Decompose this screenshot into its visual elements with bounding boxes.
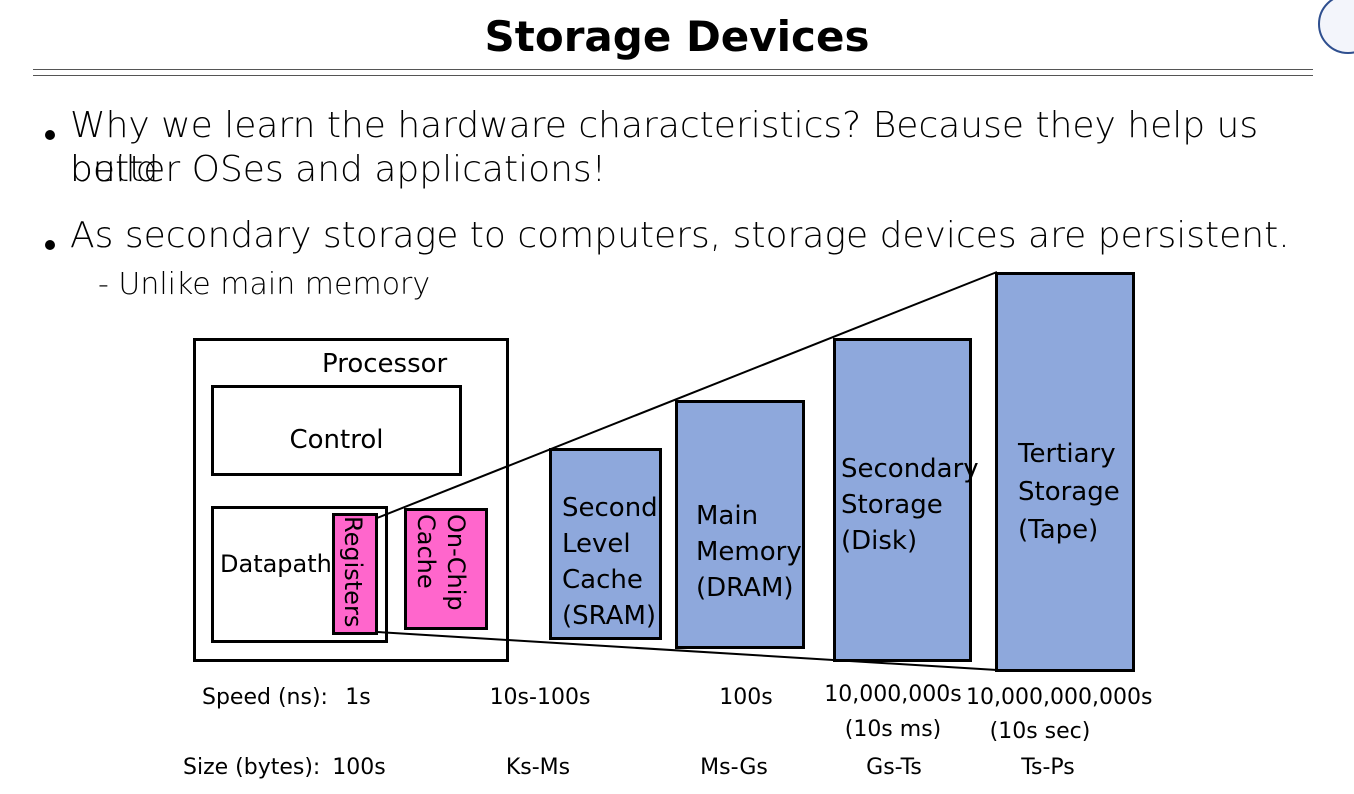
size-label: Size (bytes): <box>183 755 321 780</box>
registers-label: Registers <box>339 516 367 628</box>
datapath-box <box>211 506 388 643</box>
disk-line-2: Storage <box>841 490 943 520</box>
upper-perspective-line <box>376 271 998 519</box>
bullet-2-line-1: As secondary storage to computers, stora… <box>70 215 1290 256</box>
processor-label: Processor <box>322 349 448 379</box>
size-value-cache: Ks-Ms <box>505 755 571 780</box>
disk-line-1: Secondary <box>841 454 979 484</box>
sram-line-4: (SRAM) <box>562 601 657 631</box>
bullet-dot <box>45 240 55 250</box>
speed-value-registers: 1s <box>345 685 371 710</box>
control-box <box>211 385 462 476</box>
size-value-tape: Ts-Ps <box>1021 755 1075 780</box>
speed-note-tape: (10s sec) <box>989 719 1091 744</box>
onchip-cache-box <box>404 508 488 630</box>
tertiary-storage-box <box>995 272 1135 672</box>
secondary-storage-box <box>833 338 972 662</box>
title-rule-top <box>33 69 1313 70</box>
dram-line-1: Main <box>696 501 759 531</box>
main-memory-box <box>675 400 805 649</box>
bullet-dot <box>45 130 55 140</box>
disk-line-3: (Disk) <box>841 526 918 556</box>
lower-perspective-line <box>376 631 998 671</box>
size-value-registers: 100s <box>332 755 386 780</box>
tape-line-1: Tertiary <box>1018 439 1116 469</box>
sub-bullet: - Unlike main memory <box>98 267 431 302</box>
registers-box <box>332 513 378 635</box>
sram-line-3: Cache <box>562 565 643 595</box>
speed-value-tape: 10,000,000,000s <box>966 685 1153 710</box>
sram-line-2: Level <box>562 529 631 559</box>
title-rule-bottom <box>33 75 1313 76</box>
speed-value-cache: 10s-100s <box>489 685 591 710</box>
control-label: Control <box>289 425 384 455</box>
sram-line-1: Second <box>562 493 658 523</box>
datapath-label: Datapath <box>220 550 332 578</box>
second-level-cache-box <box>549 448 662 640</box>
bullet-1-line-2: better OSes and applications! <box>70 149 607 190</box>
bullet-1-line-1: Why we learn the hardware characteristic… <box>70 105 1259 190</box>
size-value-disk: Gs-Ts <box>866 755 922 780</box>
dram-line-3: (DRAM) <box>696 573 794 603</box>
onchip-label-line-1: On-Chip <box>442 514 470 611</box>
speed-value-disk: 10,000,000s <box>824 682 962 707</box>
onchip-label-line-2: Cache <box>412 514 440 589</box>
speed-value-memory: 100s <box>719 685 773 710</box>
processor-box <box>193 338 509 662</box>
tape-line-2: Storage <box>1018 477 1120 507</box>
speed-note-disk: (10s ms) <box>844 717 942 742</box>
speed-label: Speed (ns): <box>202 685 328 710</box>
page-title: Storage Devices <box>484 12 870 61</box>
dram-line-2: Memory <box>696 537 802 567</box>
tape-line-3: (Tape) <box>1018 515 1099 545</box>
size-value-memory: Ms-Gs <box>700 755 768 780</box>
